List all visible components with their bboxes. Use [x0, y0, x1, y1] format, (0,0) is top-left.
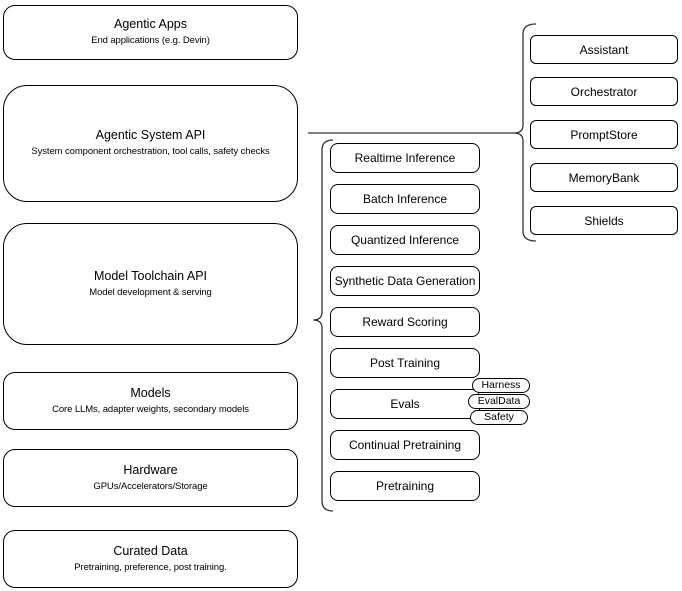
node-synthetic-data-generation: Synthetic Data Generation: [330, 266, 480, 296]
node-reward-scoring: Reward Scoring: [330, 307, 480, 337]
node-post-training: Post Training: [330, 348, 480, 378]
node-shields: Shields: [530, 206, 678, 235]
node-realtime-inference: Realtime Inference: [330, 143, 480, 173]
node-title: Hardware: [123, 462, 178, 477]
node-title: Curated Data: [113, 543, 188, 558]
tag-evaldata: EvalData: [468, 394, 530, 409]
node-pretraining: Pretraining: [330, 471, 480, 501]
node-label: Pretraining: [375, 479, 435, 493]
node-subtitle: Core LLMs, adapter weights, secondary mo…: [52, 403, 249, 415]
node-curated-data: Curated Data Pretraining, preference, po…: [3, 530, 298, 588]
node-title: Model Toolchain API: [93, 268, 208, 283]
node-label: Synthetic Data Generation: [334, 274, 476, 288]
node-evals: Evals: [330, 389, 480, 419]
node-subtitle: End applications (e.g. Devin): [91, 35, 210, 47]
node-hardware: Hardware GPUs/Accelerators/Storage: [3, 449, 298, 507]
node-promptstore: PromptStore: [530, 120, 678, 149]
node-agentic-apps: Agentic Apps End applications (e.g. Devi…: [3, 5, 298, 60]
node-label: PromptStore: [570, 127, 638, 142]
node-orchestrator: Orchestrator: [530, 77, 678, 106]
node-memorybank: MemoryBank: [530, 163, 678, 192]
node-label: Quantized Inference: [350, 233, 460, 247]
node-agentic-system-api: Agentic System API System component orch…: [3, 85, 298, 202]
tag-safety: Safety: [470, 410, 528, 425]
node-subtitle: System component orchestration, tool cal…: [31, 146, 270, 158]
node-label: MemoryBank: [568, 170, 640, 185]
node-subtitle: Pretraining, preference, post training.: [74, 561, 227, 573]
node-label: Continual Pretraining: [348, 438, 462, 452]
node-title: Models: [130, 385, 171, 400]
node-label: Batch Inference: [362, 192, 448, 206]
node-batch-inference: Batch Inference: [330, 184, 480, 214]
node-label: Evals: [390, 397, 420, 411]
node-models: Models Core LLMs, adapter weights, secon…: [3, 372, 298, 430]
tag-label: Safety: [484, 411, 514, 424]
node-quantized-inference: Quantized Inference: [330, 225, 480, 255]
tag-label: Harness: [481, 379, 521, 392]
tag-label: EvalData: [477, 395, 521, 408]
node-label: Assistant: [579, 42, 629, 57]
node-continual-pretraining: Continual Pretraining: [330, 430, 480, 460]
node-assistant: Assistant: [530, 35, 678, 64]
tag-harness: Harness: [472, 378, 530, 393]
node-label: Shields: [584, 213, 624, 228]
node-label: Realtime Inference: [354, 151, 456, 165]
node-title: Agentic Apps: [114, 17, 187, 32]
node-label: Orchestrator: [570, 84, 638, 99]
node-subtitle: GPUs/Accelerators/Storage: [93, 480, 208, 492]
node-subtitle: Model development & serving: [89, 286, 212, 298]
node-title: Agentic System API: [95, 128, 206, 143]
node-model-toolchain-api: Model Toolchain API Model development & …: [3, 223, 298, 345]
node-label: Post Training: [369, 356, 441, 370]
node-label: Reward Scoring: [362, 315, 448, 329]
